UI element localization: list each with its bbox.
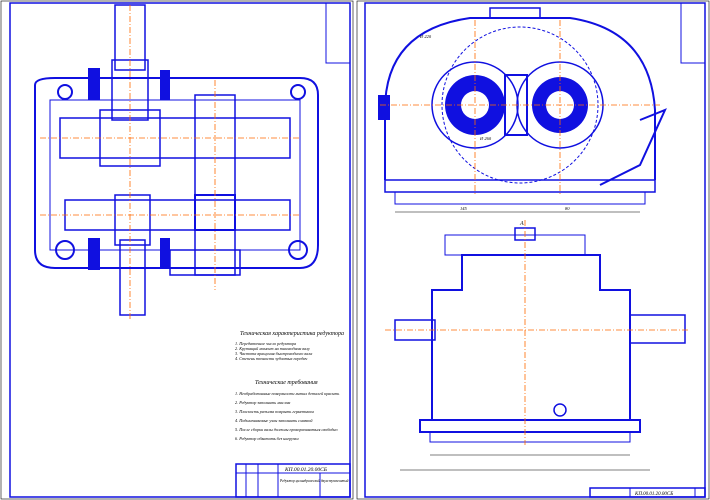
dim-label: 80 xyxy=(565,206,570,211)
dim-label: Ø 220 xyxy=(419,34,432,39)
tech-req-line: 4. Подшипниковые узлы заполнить смазкой xyxy=(235,418,313,423)
tech-requirements: Технические требования 1. Необработанные… xyxy=(235,379,339,441)
tech-char-line: 3. Частота вращения быстроходного вала xyxy=(235,351,312,356)
left-title-block: КП.00.01.20.00СБ Редуктор цилиндрический… xyxy=(235,463,351,498)
left-stamp-code: КП.00.01.20.00СБ xyxy=(284,467,328,473)
side-view: А xyxy=(385,220,690,471)
right-stamp-code: КП.00.01.20.00СБ xyxy=(634,492,673,497)
tech-req-title: Технические требования xyxy=(255,379,318,386)
left-sheet-frame xyxy=(0,0,354,500)
right-title-block: КП.00.01.20.00СБ xyxy=(589,487,706,498)
left-corner-box xyxy=(325,2,351,64)
tech-req-line: 1. Необработанные поверхности литых дета… xyxy=(235,391,339,396)
right-sheet-border xyxy=(364,2,706,498)
left-stamp-title: Редуктор цилиндрический двухступенчатый xyxy=(279,478,349,483)
tech-char-line: 4. Степень точности зубчатых передач xyxy=(235,356,307,361)
tech-char-line: 1. Передаточное число редуктора xyxy=(235,341,296,346)
plan-view xyxy=(34,4,319,320)
section-label: А xyxy=(519,221,524,227)
tech-req-line: 2. Редуктор заполнить маслом xyxy=(235,400,291,405)
tech-char-title: Техническая характеристика редуктора xyxy=(240,330,344,337)
front-view: Ø 260 Ø 220 145 80 xyxy=(378,7,667,213)
left-sheet-border xyxy=(9,2,351,498)
tech-req-line: 3. Плоскость разъема покрыть герметиком xyxy=(235,409,314,414)
dim-label: Ø 260 xyxy=(479,136,492,141)
right-sheet-frame xyxy=(356,0,710,500)
right-corner-box xyxy=(680,2,706,64)
tech-characteristics: Техническая характеристика редуктора 1. … xyxy=(235,330,344,361)
tech-req-line: 5. После сборки валы должны проворачиват… xyxy=(235,427,338,432)
tech-char-line: 2. Крутящий момент на тихоходном валу xyxy=(235,346,310,351)
dim-label: 145 xyxy=(460,206,468,211)
tech-req-line: 6. Редуктор обкатать без нагрузки xyxy=(235,436,299,441)
